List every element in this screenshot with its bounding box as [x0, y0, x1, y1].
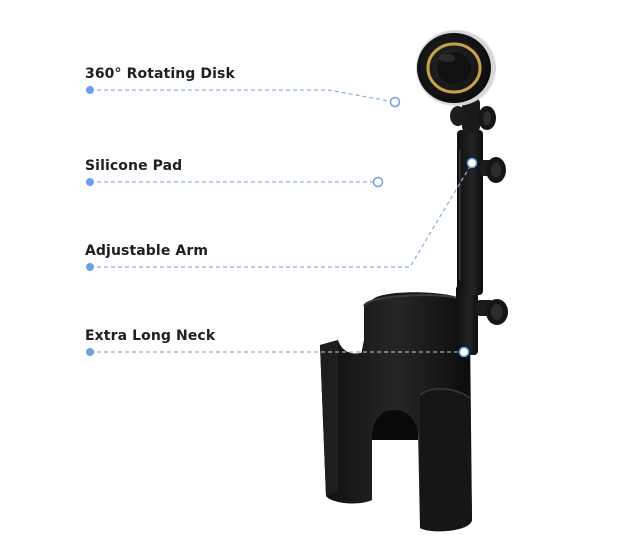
callout-dot-rotating-disk — [86, 86, 94, 94]
label-extra-long-neck: Extra Long Neck — [85, 328, 216, 344]
rotating-disk — [416, 30, 496, 106]
label-silicone-pad: Silicone Pad — [85, 158, 183, 174]
callout-dot-adjustable-arm — [86, 263, 94, 271]
callout-dot-extra-long-neck — [86, 348, 94, 356]
adjustable-arm-seam — [459, 150, 461, 280]
callout-ring-adjustable-arm — [466, 157, 478, 169]
cup-holder-mount — [320, 30, 508, 532]
upper-knob-icon — [480, 157, 506, 183]
ball-joint-left — [450, 106, 466, 126]
adjustable-arm — [457, 130, 483, 295]
callout-ring-silicone-pad — [372, 176, 384, 188]
callout-ring-rotating-disk — [389, 96, 401, 108]
callout-line-rotating-disk — [90, 89, 396, 103]
callout-start-dots — [86, 86, 94, 356]
cup-left-wing — [320, 340, 338, 496]
ball-joint — [462, 98, 480, 132]
cup-gap — [372, 410, 418, 440]
callout-end-rings — [372, 96, 478, 358]
cup-right-wing — [420, 388, 472, 532]
callout-ring-extra-long-neck — [458, 346, 470, 358]
lower-knob-icon — [476, 299, 508, 325]
joint-knob-icon — [478, 106, 496, 130]
callout-lines — [90, 89, 473, 353]
label-rotating-disk: 360° Rotating Disk — [85, 66, 235, 82]
cup-right-wing-edge — [419, 388, 471, 399]
extra-long-neck — [456, 285, 478, 355]
callout-line-adjustable-arm — [90, 162, 473, 268]
callout-dot-silicone-pad — [86, 178, 94, 186]
label-adjustable-arm: Adjustable Arm — [85, 243, 209, 259]
